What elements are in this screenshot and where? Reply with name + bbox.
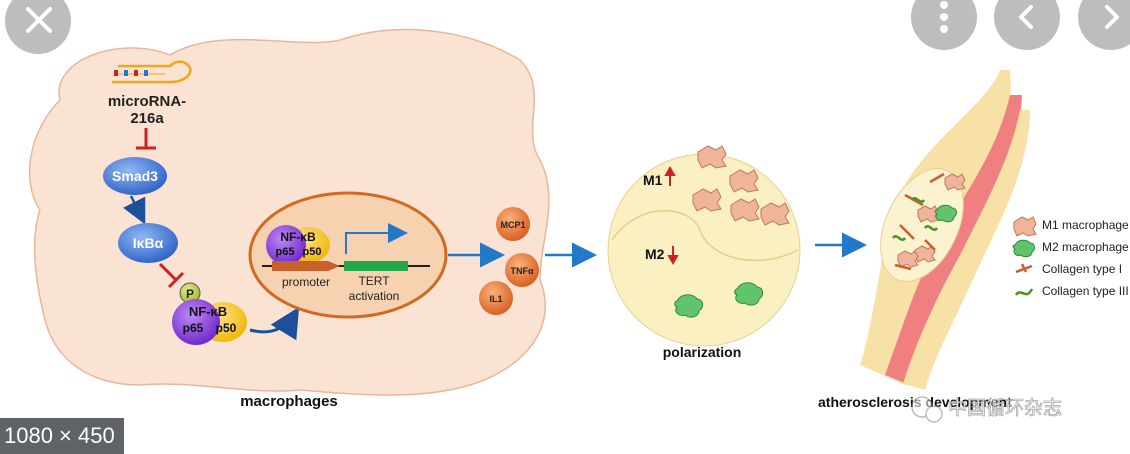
smad3-protein: [103, 157, 167, 195]
tert-gene: [344, 261, 408, 271]
m2-label: M2: [645, 246, 665, 262]
ikba-protein: [118, 223, 178, 263]
cytokine-mcp1-label: MCP1: [500, 220, 525, 230]
legend-m1-icon: [1013, 216, 1037, 237]
tert-activation-label: activation: [349, 289, 400, 303]
more-options-button[interactable]: [911, 0, 977, 50]
arrow-smad3-ikba: [122, 195, 146, 225]
microrna-label: microRNA-: [108, 93, 186, 110]
cytokine-il1-label: IL1: [489, 294, 502, 304]
watermark-text: 中国循环杂志: [948, 397, 1062, 419]
nfkb-label-cytoplasm: NF-κB: [189, 304, 227, 319]
arrow-nfkb-to-nucleus: [249, 306, 300, 341]
inhibition-mirna-smad3: [136, 128, 156, 150]
nfkb-label-nucleus: NF-κB: [280, 230, 316, 244]
close-button[interactable]: [5, 0, 71, 54]
plaque-collagen-type-i: [894, 172, 945, 271]
legend-m2-icon: [1012, 239, 1035, 258]
p65-label-nucleus: p65: [276, 246, 295, 258]
legend-collagen-iii-label: Collagen type III: [1042, 284, 1129, 298]
previous-image-button[interactable]: [994, 0, 1060, 50]
ikba-label: IκBα: [133, 235, 164, 251]
nfkb-complex-nucleus: [266, 225, 330, 265]
nfkb-complex-cytoplasm: [172, 299, 247, 345]
legend: M1 macrophage M2 macrophage Collagen typ…: [1012, 216, 1129, 298]
legend-collagen-i-icon: [1015, 263, 1033, 274]
m1-up-arrow-icon: [664, 165, 676, 186]
legend-collagen-iii-icon: [1014, 288, 1034, 296]
m2-macrophage-cells: [674, 282, 764, 318]
cytokine-tnfa: [505, 253, 539, 287]
polarization-caption: polarization: [663, 344, 742, 360]
chevron-right-icon: [1105, 5, 1119, 29]
legend-m1-label: M1 macrophage: [1042, 218, 1129, 232]
smad3-label: Smad3: [112, 168, 158, 184]
image-dimensions-badge: 1080 × 450: [0, 418, 124, 454]
microrna-label-number: 216a: [130, 110, 164, 127]
cytokine-tnfa-label: TNFα: [510, 266, 533, 276]
plaque-m2-cells: [934, 204, 957, 223]
tert-label: TERT: [358, 274, 390, 288]
p50-label-cytoplasm: p50: [216, 321, 237, 335]
macrophages-caption: macrophages: [240, 393, 338, 410]
legend-collagen-i-label: Collagen type I: [1042, 262, 1122, 276]
legend-m2-label: M2 macrophage: [1042, 240, 1129, 254]
wechat-logo-icon: [911, 396, 943, 423]
chevron-left-icon: [1019, 5, 1033, 29]
m2-down-arrow-icon: [667, 246, 679, 266]
promoter-label: promoter: [282, 275, 330, 289]
m1-macrophage-cells: [692, 145, 790, 226]
microrna-hairpin-icon: [112, 60, 192, 84]
p50-label-nucleus: p50: [303, 246, 322, 258]
plaque-collagen-type-iii: [891, 197, 939, 241]
polarization-circle: [607, 153, 801, 347]
inhibition-ikba-nfkb: [158, 262, 185, 289]
promoter-arrow: [272, 261, 340, 271]
more-vertical-icon: [940, 1, 948, 33]
cytokine-il1: [479, 281, 513, 315]
transcription-arrow: [345, 223, 408, 254]
phosphate-label: P: [186, 287, 194, 301]
m1-label: M1: [643, 172, 663, 188]
cytokine-mcp1: [496, 207, 530, 241]
p65-label-cytoplasm: p65: [183, 321, 204, 335]
close-icon: [26, 7, 52, 33]
polarization-divider: [611, 209, 799, 262]
next-image-button[interactable]: [1078, 0, 1130, 50]
